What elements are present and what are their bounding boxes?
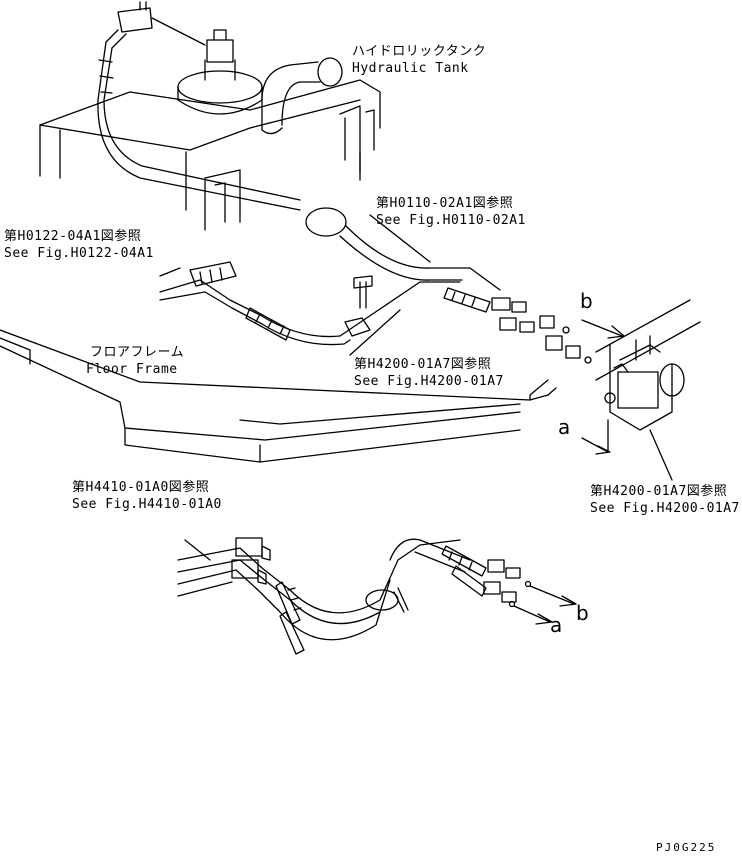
- marker-a-mid: a: [558, 415, 571, 439]
- ref-h4410-label-jp: 第H4410-01A0図参照: [72, 480, 210, 495]
- ref-h4200-mid-label-en: See Fig.H4200-01A7: [354, 374, 504, 389]
- floor-frame-label-en: Floor Frame: [86, 362, 178, 377]
- floor-frame: [0, 330, 556, 462]
- marker-b-bottom: b: [576, 601, 590, 625]
- tank-label-en: Hydraulic Tank: [352, 61, 469, 76]
- arrow-b-top: [582, 320, 624, 338]
- leader-lines: [160, 152, 672, 560]
- drawing-code: PJ0G225: [656, 841, 717, 854]
- floor-frame-label-jp: フロアフレーム: [90, 345, 185, 360]
- hydraulic-tank: [40, 2, 380, 230]
- ref-h4410-label-en: See Fig.H4410-01A0: [72, 497, 222, 512]
- ref-h0110-label-jp: 第H0110-02A1図参照: [376, 196, 514, 211]
- tank-return-hose: [98, 30, 500, 290]
- tank-label-jp: ハイドロリックタンク: [352, 44, 487, 59]
- marker-b-top: b: [580, 289, 594, 313]
- ref-h0122-label-en: See Fig.H0122-04A1: [4, 246, 154, 261]
- ref-h4200-mid-label-jp: 第H4200-01A7図参照: [354, 357, 492, 372]
- ref-h4200-right-label-jp: 第H4200-01A7図参照: [590, 484, 728, 499]
- lower-hose-assembly: [178, 538, 576, 654]
- arrow-a-mid: [582, 420, 610, 454]
- ref-h0110-label-en: See Fig.H0110-02A1: [376, 213, 526, 228]
- block-fittings: [444, 288, 591, 363]
- ref-h4200-right-label-en: See Fig.H4200-01A7: [590, 501, 740, 516]
- mid-hose: [160, 262, 460, 345]
- ref-h0122-label-jp: 第H0122-04A1図参照: [4, 229, 142, 244]
- marker-a-bottom: a: [550, 613, 563, 637]
- valve-block: [596, 300, 700, 430]
